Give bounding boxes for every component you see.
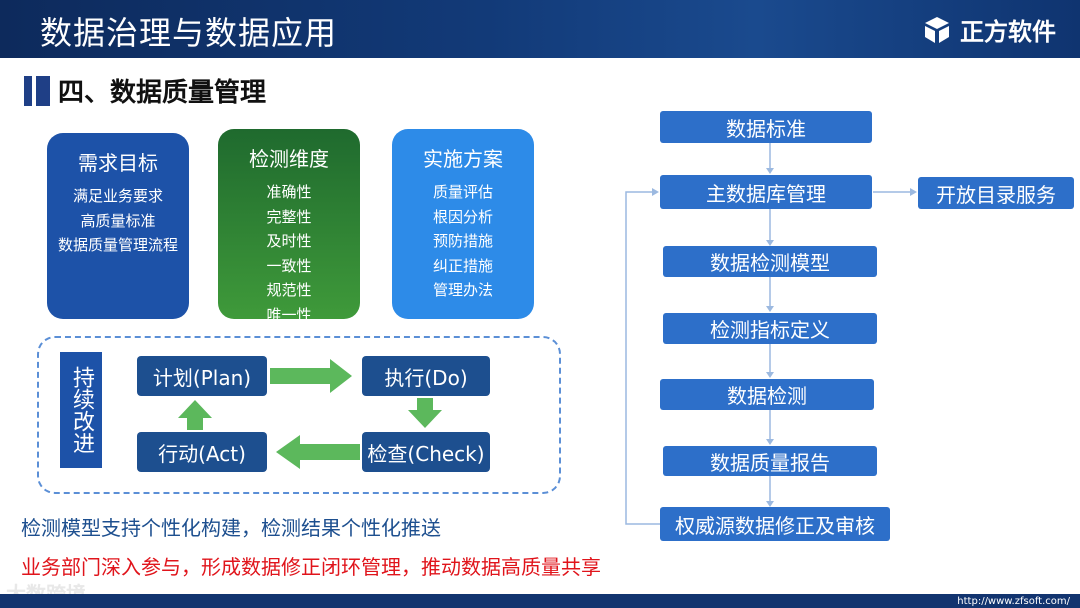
card-title: 需求目标 [78, 151, 158, 175]
brand-logo-icon [925, 16, 949, 43]
note-blue: 检测模型支持个性化构建，检测结果个性化推送 [21, 516, 441, 540]
card-line: 一致性 [266, 256, 312, 275]
card-line: 管理办法 [432, 281, 493, 299]
brand-name: 正方软件 [960, 18, 1056, 46]
arrow-up-icon [178, 400, 212, 430]
card-line: 数据质量管理流程 [57, 236, 178, 254]
card-dimensions: 检测维度 准确性 完整性 及时性 一致性 规范性 唯一性 [218, 129, 360, 324]
heading-bar-icon [24, 75, 32, 106]
card-title: 检测维度 [249, 147, 329, 171]
card-requirements: 需求目标 满足业务要求 高质量标准 数据质量管理流程 [47, 133, 189, 319]
arrow-right-icon [270, 359, 352, 393]
arrow-down-icon [408, 398, 442, 428]
card-line: 满足业务要求 [72, 187, 163, 205]
flow-step-indicator-definition: 检测指标定义 [663, 313, 877, 344]
note-red: 业务部门深入参与，形成数据修正闭环管理，推动数据高质量共享 [21, 555, 601, 579]
flow-step-data-detection: 数据检测 [660, 379, 874, 410]
card-line: 唯一性 [266, 305, 312, 324]
card-line: 预防措施 [432, 232, 493, 250]
card-line: 准确性 [266, 183, 312, 201]
flow-step-quality-report: 数据质量报告 [663, 446, 877, 476]
card-title: 实施方案 [423, 147, 503, 171]
continuous-improvement-label: 持续改进 [60, 352, 102, 468]
check-box: 检查(Check) [362, 432, 490, 472]
section-title: 四、数据质量管理 [58, 78, 267, 108]
card-implementation: 实施方案 质量评估 根因分析 预防措施 纠正措施 管理办法 [392, 129, 534, 319]
card-line: 纠正措施 [432, 256, 493, 275]
card-line: 完整性 [266, 207, 312, 226]
footer-bar [0, 594, 1080, 608]
flow-step-detection-model: 数据检测模型 [663, 246, 877, 277]
header-bar: 数据治理与数据应用 正方软件 [0, 0, 1080, 58]
heading-bar-icon [36, 75, 50, 106]
do-box: 执行(Do) [362, 356, 490, 396]
footer-url: http://www.zfsoft.com/ [957, 596, 1070, 607]
pdca-cycle-frame [37, 336, 561, 494]
card-line: 根因分析 [432, 207, 493, 226]
flow-step-master-data: 主数据库管理 [660, 175, 872, 209]
section-heading: 四、数据质量管理 [24, 72, 266, 109]
card-line: 高质量标准 [80, 211, 156, 230]
card-line: 质量评估 [432, 183, 493, 201]
plan-box: 计划(Plan) [137, 356, 267, 396]
brand: 正方软件 [922, 12, 1056, 47]
flow-side-open-catalog: 开放目录服务 [918, 177, 1074, 209]
card-line: 规范性 [266, 281, 312, 299]
page-title: 数据治理与数据应用 [40, 14, 338, 52]
act-box: 行动(Act) [137, 432, 267, 472]
flow-step-data-standard: 数据标准 [660, 111, 872, 143]
arrow-left-icon [276, 435, 360, 469]
flow-step-authoritative-correction: 权威源数据修正及审核 [660, 507, 890, 541]
card-line: 及时性 [266, 232, 312, 250]
